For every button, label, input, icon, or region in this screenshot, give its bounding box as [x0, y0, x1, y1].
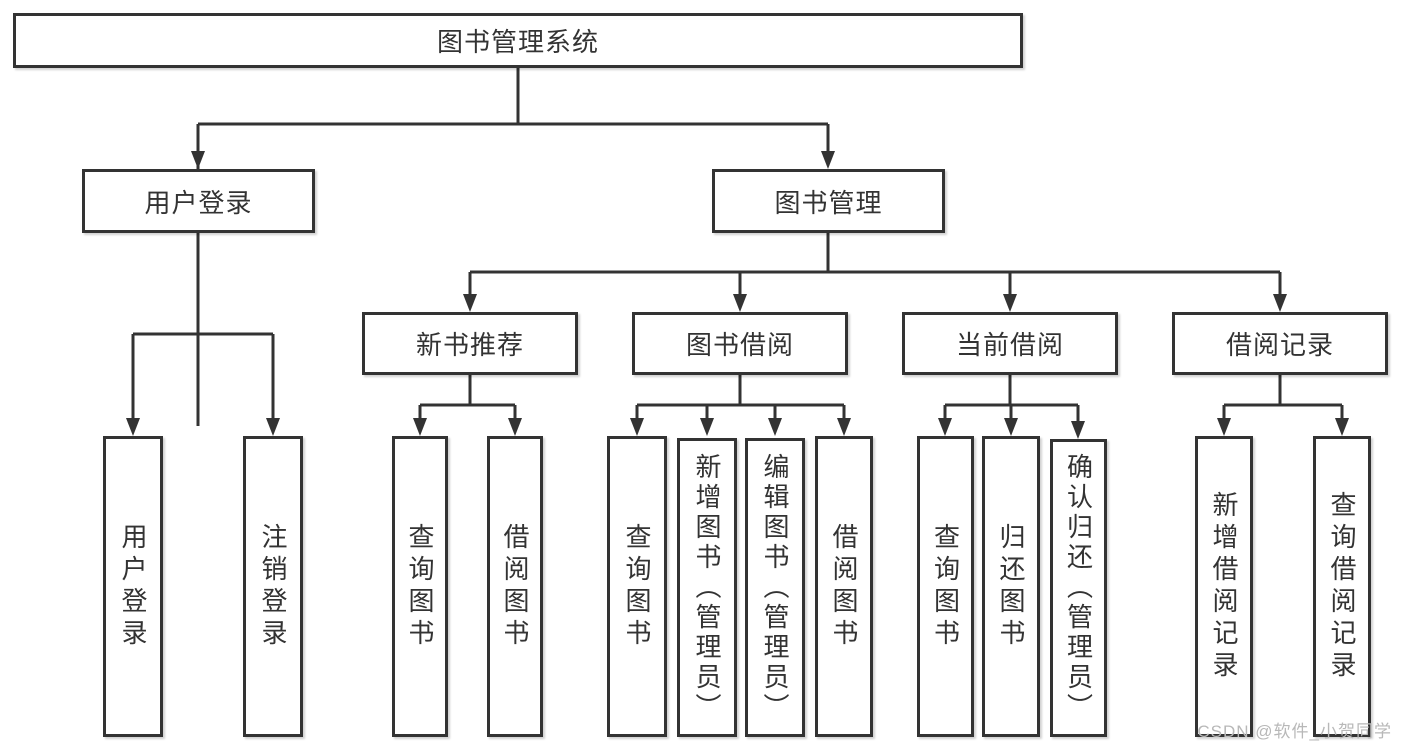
leaf-borrowing-query-books: 查询图书 [607, 436, 667, 737]
node-book-management: 图书管理 [712, 169, 945, 233]
leaf-edit-books-admin-label: 编辑图书（管理员） [760, 452, 790, 723]
leaf-recommend-query-books: 查询图书 [392, 436, 448, 737]
node-book-borrowing: 图书借阅 [632, 312, 848, 375]
node-current-borrowing-label: 当前借阅 [955, 330, 1064, 360]
node-user-login-label: 用户登录 [144, 187, 253, 218]
connector-borrowing-records-to-leaves [1217, 375, 1349, 436]
node-borrowing-records: 借阅记录 [1172, 312, 1388, 375]
leaf-recommend-query-books-label: 查询图书 [405, 522, 435, 651]
leaf-current-query-books-label: 查询图书 [930, 522, 961, 651]
leaf-logout: 注销登录 [243, 436, 303, 737]
leaf-borrowing-borrow-books-label: 借阅图书 [829, 522, 859, 651]
leaf-recommend-borrow-books-label: 借阅图书 [500, 522, 530, 651]
connector-book-management-to-level3 [463, 233, 1287, 312]
leaf-query-borrow-record: 查询借阅记录 [1313, 436, 1371, 737]
node-user-login: 用户登录 [82, 169, 315, 233]
node-book-management-label: 图书管理 [774, 187, 883, 218]
node-borrowing-records-label: 借阅记录 [1225, 330, 1334, 360]
node-book-borrowing-label: 图书借阅 [685, 330, 794, 360]
leaf-add-borrow-record: 新增借阅记录 [1195, 436, 1253, 737]
leaf-borrowing-borrow-books: 借阅图书 [815, 436, 873, 737]
leaf-edit-books-admin: 编辑图书（管理员） [745, 438, 805, 737]
leaf-add-books-admin-label: 新增图书（管理员） [692, 452, 722, 723]
leaf-recommend-borrow-books: 借阅图书 [487, 436, 543, 737]
leaf-query-borrow-record-label: 查询借阅记录 [1327, 490, 1357, 683]
csdn-watermark: CSDN @软件_小贺同学 [1197, 722, 1392, 741]
leaf-logout-label: 注销登录 [258, 522, 288, 651]
leaf-add-books-admin: 新增图书（管理员） [677, 438, 737, 737]
leaf-confirm-return-admin-label: 确认归还（管理员） [1063, 453, 1094, 723]
connector-new-book-recommendation-to-leaves [413, 375, 522, 436]
leaf-current-query-books: 查询图书 [917, 436, 974, 737]
leaf-return-books-label: 归还图书 [996, 522, 1026, 651]
leaf-user-login: 用户登录 [103, 436, 163, 737]
leaf-confirm-return-admin: 确认归还（管理员） [1050, 439, 1107, 737]
node-new-book-recommendation: 新书推荐 [362, 312, 578, 375]
node-library-system-label: 图书管理系统 [436, 27, 599, 57]
connector-user-login-to-leaves [126, 233, 280, 436]
node-library-system: 图书管理系统 [13, 13, 1023, 68]
connector-book-borrowing-to-leaves [630, 375, 851, 436]
node-current-borrowing: 当前借阅 [902, 312, 1118, 375]
leaf-user-login-label: 用户登录 [118, 522, 148, 651]
leaf-return-books: 归还图书 [982, 436, 1040, 737]
node-new-book-recommendation-label: 新书推荐 [415, 330, 524, 360]
leaf-add-borrow-record-label: 新增借阅记录 [1209, 490, 1239, 683]
connector-current-borrowing-to-leaves [938, 375, 1085, 439]
leaf-borrowing-query-books-label: 查询图书 [622, 522, 652, 651]
